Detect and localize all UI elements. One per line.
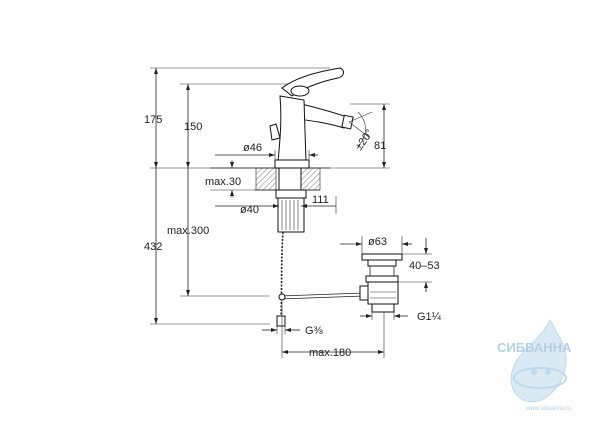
sibvanna-watermark: СИБВАННА www.sibvanna.ru <box>497 318 572 412</box>
dim-supply-thread: G⅜ <box>305 325 324 337</box>
dim-max-180-lines <box>281 300 385 358</box>
vertical-dimensions <box>150 67 390 325</box>
dim-46-lines <box>215 150 318 160</box>
dim-waste-diameter: ø63 <box>368 236 387 248</box>
dim-max-30: max.30 <box>205 176 241 188</box>
dim-max-180: max.180 <box>309 347 351 359</box>
dim-40-53-lines <box>398 238 432 292</box>
dim-base-diameter: ø46 <box>243 142 262 154</box>
dim-111: 111 <box>312 194 329 206</box>
dim-g114-lines <box>360 312 408 320</box>
watermark-brand: СИБВАННА <box>497 340 572 355</box>
dim-waste-range: 40–53 <box>409 260 440 272</box>
dim-63-lines <box>340 236 412 254</box>
dim-hole-diameter: ø40 <box>240 204 259 216</box>
dim-81: 81 <box>374 140 386 152</box>
faucet-body <box>269 67 365 327</box>
dim-81-lines <box>350 103 390 168</box>
dim-432: 432 <box>144 241 162 253</box>
dim-swivel-angle: ±20° <box>353 127 376 152</box>
watermark-url: www.sibvanna.ru <box>525 406 571 412</box>
water-drop-icon <box>510 318 567 403</box>
dim-waste-thread: G1¼ <box>417 311 442 323</box>
dim-g38-lines <box>262 326 300 334</box>
waste-assembly <box>359 253 403 313</box>
dim-150: 150 <box>184 121 202 133</box>
bathtub-icon <box>513 367 567 389</box>
countertop-section <box>210 160 330 198</box>
dim-40-111-lines <box>215 196 337 214</box>
dim-175: 175 <box>144 114 162 126</box>
swivel-angle-mark <box>348 111 373 147</box>
dim-max-300: max.300 <box>167 225 209 237</box>
